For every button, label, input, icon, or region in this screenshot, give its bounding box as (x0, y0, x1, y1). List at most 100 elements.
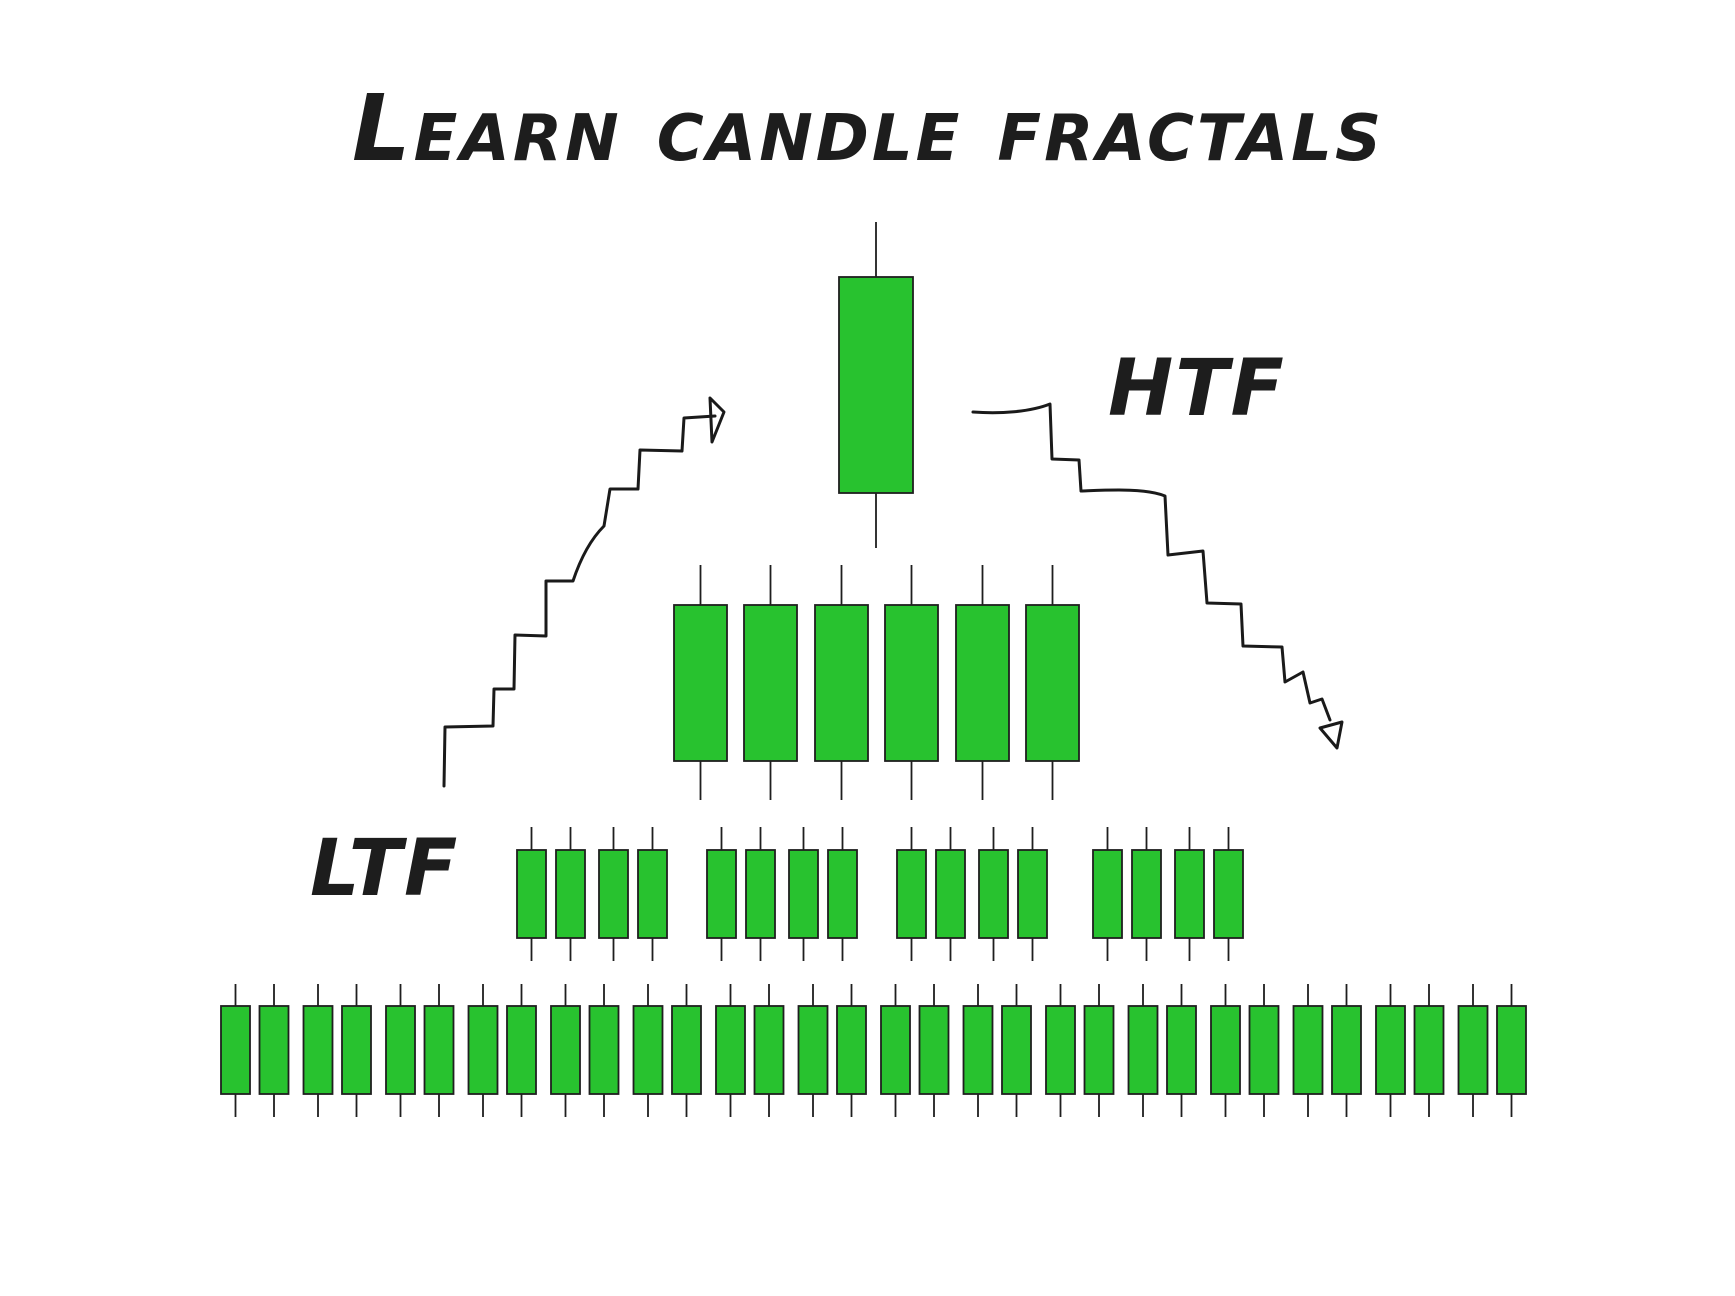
candle-body (1025, 604, 1080, 762)
tier3-candle-6 (745, 827, 776, 961)
candle-body (673, 604, 728, 762)
candle-body (632, 1005, 664, 1095)
tier3-candle-15 (1174, 827, 1205, 961)
tier2-candle-4 (884, 565, 939, 800)
ltf-candle-18 (918, 984, 950, 1117)
tier2-candle-5 (955, 565, 1010, 800)
candle-body (880, 1005, 911, 1095)
ltf-label: LTF (310, 824, 459, 914)
arrow-down-to-ltf (971, 402, 1344, 750)
arrow-up-to-htf (442, 396, 726, 788)
ltf-candle-24 (1166, 984, 1197, 1117)
ltf-candle-28 (1331, 984, 1362, 1117)
ltf-candle-31 (1457, 984, 1489, 1117)
candle-body (838, 276, 914, 494)
ltf-candle-26 (1248, 984, 1280, 1117)
candle-body (715, 1005, 746, 1095)
tier3-candle-5 (706, 827, 737, 961)
candle-body (918, 1005, 950, 1095)
ltf-candle-25 (1210, 984, 1241, 1117)
ltf-candle-7 (467, 984, 499, 1117)
ltf-candle-11 (632, 984, 664, 1117)
candle-body (671, 1005, 702, 1095)
tier3-candle-7 (788, 827, 819, 961)
candle-body (706, 849, 737, 939)
ltf-candle-30 (1413, 984, 1445, 1117)
ltf-candle-4 (341, 984, 372, 1117)
candle-body (1017, 849, 1048, 939)
candle-body (423, 1005, 455, 1095)
candle-body (1331, 1005, 1362, 1095)
tier2-candle-3 (814, 565, 869, 800)
ltf-candle-8 (506, 984, 537, 1117)
candle-body (788, 849, 819, 939)
tier3-candle-12 (1017, 827, 1048, 961)
arrow-down-stepped-line (971, 402, 1332, 722)
candle-body (1083, 1005, 1115, 1095)
candle-body (258, 1005, 290, 1095)
ltf-candle-32 (1496, 984, 1527, 1117)
candle-body (955, 604, 1010, 762)
candle-body (1292, 1005, 1324, 1095)
candle-body (516, 849, 547, 939)
ltf-candle-27 (1292, 984, 1324, 1117)
tier3-candle-11 (978, 827, 1009, 961)
ltf-candle-23 (1127, 984, 1159, 1117)
candle-body (1496, 1005, 1527, 1095)
candle-body (884, 604, 939, 762)
tier2-candle-2 (743, 565, 798, 800)
htf-label: HTF (1108, 344, 1286, 434)
tier3-candle-3 (598, 827, 629, 961)
candle-body (814, 604, 869, 762)
candle-body (588, 1005, 620, 1095)
candle-body (978, 849, 1009, 939)
arrow-up-stepped-line (442, 414, 717, 788)
candle-body (1001, 1005, 1032, 1095)
ltf-candle-21 (1045, 984, 1076, 1117)
ltf-candle-5 (385, 984, 416, 1117)
candle-body (1166, 1005, 1197, 1095)
candle-body (797, 1005, 829, 1095)
candle-body (220, 1005, 251, 1095)
candle-body (506, 1005, 537, 1095)
tier3-candle-16 (1213, 827, 1244, 961)
candle-body (836, 1005, 867, 1095)
ltf-candle-16 (836, 984, 867, 1117)
candle-body (302, 1005, 334, 1095)
candle-body (598, 849, 629, 939)
candle-body (1045, 1005, 1076, 1095)
candle-body (341, 1005, 372, 1095)
ltf-candle-29 (1375, 984, 1406, 1117)
tier3-candle-1 (516, 827, 547, 961)
candle-body (1174, 849, 1205, 939)
tier3-candle-2 (555, 827, 586, 961)
ltf-candle-3 (302, 984, 334, 1117)
candle-body (896, 849, 927, 939)
ltf-candle-6 (423, 984, 455, 1117)
candle-body (1375, 1005, 1406, 1095)
tier3-candle-8 (827, 827, 858, 961)
ltf-candle-20 (1001, 984, 1032, 1117)
candle-body (1210, 1005, 1241, 1095)
ltf-candle-14 (753, 984, 785, 1117)
candle-body (1457, 1005, 1489, 1095)
candle-body (1092, 849, 1123, 939)
htf-candle (838, 222, 914, 548)
diagram-title: Learn candle fractals (352, 75, 1384, 182)
candle-body (743, 604, 798, 762)
tier2-candle-6 (1025, 565, 1080, 800)
ltf-candle-22 (1083, 984, 1115, 1117)
ltf-candle-17 (880, 984, 911, 1117)
candle-body (1413, 1005, 1445, 1095)
ltf-candle-1 (220, 984, 251, 1117)
tier3-candle-13 (1092, 827, 1123, 961)
ltf-candle-15 (797, 984, 829, 1117)
ltf-candle-12 (671, 984, 702, 1117)
candle-body (827, 849, 858, 939)
candle-body (637, 849, 668, 939)
candle-body (385, 1005, 416, 1095)
arrow-up-head (708, 396, 726, 444)
candle-body (1248, 1005, 1280, 1095)
arrow-down-head (1318, 720, 1344, 750)
